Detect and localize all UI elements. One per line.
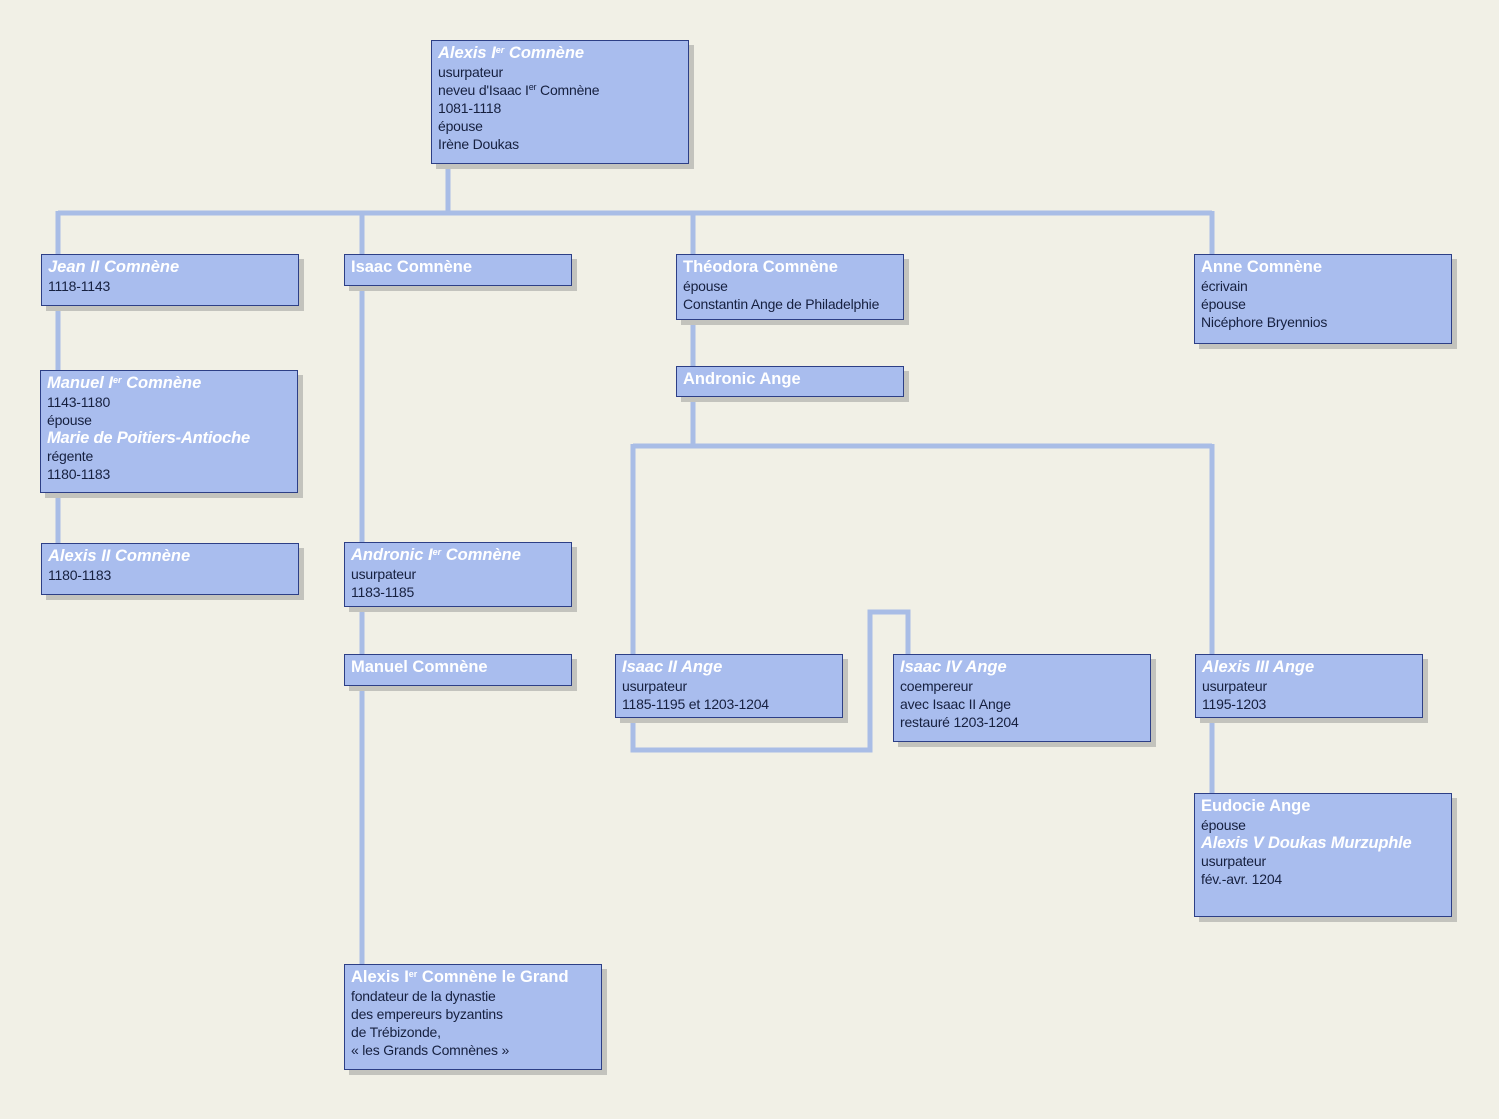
member-reign: 1195-1203 bbox=[1202, 696, 1267, 712]
member-theodora-comnene: Théodora Comnène épouse Constantin Ange … bbox=[676, 254, 904, 320]
member-alexis-iii-ange: Alexis III Ange usurpateur 1195-1203 bbox=[1195, 654, 1423, 718]
member-jean-ii-comnene: Jean II Comnène 1118-1143 bbox=[41, 254, 299, 306]
member-detail: des empereurs byzantins bbox=[351, 1006, 503, 1022]
member-spouse: Marie de Poitiers-Antioche bbox=[47, 429, 250, 447]
member-spouse: Constantin Ange de Philadelphie bbox=[683, 296, 880, 312]
member-detail: usurpateur bbox=[351, 566, 416, 582]
member-spouse: Alexis V Doukas Murzuphle bbox=[1201, 834, 1412, 852]
member-name: Alexis Ier Comnène bbox=[438, 44, 585, 62]
member-manuel-comnene: Manuel Comnène bbox=[344, 654, 572, 686]
member-detail: usurpateur bbox=[1202, 678, 1267, 694]
member-detail: « les Grands Comnènes » bbox=[351, 1042, 510, 1058]
member-reign: 1185-1195 et 1203-1204 bbox=[622, 696, 769, 712]
member-detail: épouse bbox=[1201, 817, 1246, 833]
member-reign: 1180-1183 bbox=[47, 466, 111, 482]
member-name: Andronic Ier Comnène bbox=[351, 546, 521, 564]
member-reign: 1183-1185 bbox=[351, 584, 415, 600]
member-eudocie-ange: Eudocie Ange épouse Alexis V Doukas Murz… bbox=[1194, 793, 1452, 917]
connector-andronic-ange-children bbox=[630, 397, 1215, 656]
member-name: Alexis Ier Comnène le Grand bbox=[351, 968, 569, 986]
member-detail: épouse bbox=[47, 412, 92, 428]
member-detail: coempereur bbox=[900, 678, 973, 694]
member-name: Alexis II Comnène bbox=[48, 547, 191, 565]
member-detail: usurpateur bbox=[1201, 853, 1266, 869]
member-spouse: Irène Doukas bbox=[438, 136, 519, 152]
member-spouse: Nicéphore Bryennios bbox=[1201, 314, 1328, 330]
member-name: Eudocie Ange bbox=[1201, 797, 1311, 815]
member-detail: usurpateur bbox=[438, 64, 503, 80]
member-anne-comnene: Anne Comnène écrivain épouse Nicéphore B… bbox=[1194, 254, 1452, 344]
member-name: Jean II Comnène bbox=[48, 258, 180, 276]
member-reign: 1081-1118 bbox=[438, 100, 502, 116]
member-detail: épouse bbox=[1201, 296, 1246, 312]
member-isaac-comnene: Isaac Comnène bbox=[344, 254, 572, 286]
member-detail: usurpateur bbox=[622, 678, 687, 694]
member-andronic-i-comnene: Andronic Ier Comnène usurpateur 1183-118… bbox=[344, 542, 572, 607]
member-name: Andronic Ange bbox=[683, 370, 801, 388]
member-reign: fév.-avr. 1204 bbox=[1201, 871, 1282, 887]
member-detail: neveu d'Isaac Ier Comnène bbox=[438, 82, 600, 98]
member-detail: de Trébizonde, bbox=[351, 1024, 441, 1040]
member-detail: régente bbox=[47, 448, 94, 464]
member-detail: épouse bbox=[438, 118, 483, 134]
member-reign: 1118-1143 bbox=[48, 278, 111, 294]
member-alexis-i-comnene-le-grand: Alexis Ier Comnène le Grand fondateur de… bbox=[344, 964, 602, 1070]
member-name: Manuel Comnène bbox=[351, 658, 488, 676]
member-reign: 1180-1183 bbox=[48, 567, 112, 583]
member-alexis-i-comnene: Alexis Ier Comnène usurpateur neveu d'Is… bbox=[431, 40, 689, 164]
member-isaac-ii-ange: Isaac II Ange usurpateur 1185-1195 et 12… bbox=[615, 654, 843, 718]
member-detail: fondateur de la dynastie bbox=[351, 988, 496, 1004]
member-name: Manuel Ier Comnène bbox=[47, 374, 202, 392]
member-reign: restauré 1203-1204 bbox=[900, 714, 1019, 730]
member-name: Isaac Comnène bbox=[351, 258, 473, 276]
member-detail: écrivain bbox=[1201, 278, 1248, 294]
member-isaac-iv-ange: Isaac IV Ange coempereur avec Isaac II A… bbox=[893, 654, 1151, 742]
connector-isaac2-isaac4 bbox=[630, 609, 911, 753]
member-manuel-i-comnene: Manuel Ier Comnène 1143-1180 épouse Mari… bbox=[40, 370, 298, 493]
member-name: Isaac IV Ange bbox=[900, 658, 1007, 676]
member-name: Isaac II Ange bbox=[622, 658, 723, 676]
member-detail: épouse bbox=[683, 278, 728, 294]
connector-alexis1-children bbox=[55, 165, 1215, 256]
member-alexis-ii-comnene: Alexis II Comnène 1180-1183 bbox=[41, 543, 299, 595]
member-name: Alexis III Ange bbox=[1202, 658, 1315, 676]
member-name: Théodora Comnène bbox=[683, 258, 838, 276]
member-reign: 1143-1180 bbox=[47, 394, 111, 410]
member-andronic-ange: Andronic Ange bbox=[676, 366, 904, 397]
member-name: Anne Comnène bbox=[1201, 258, 1323, 276]
member-detail: avec Isaac II Ange bbox=[900, 696, 1011, 712]
